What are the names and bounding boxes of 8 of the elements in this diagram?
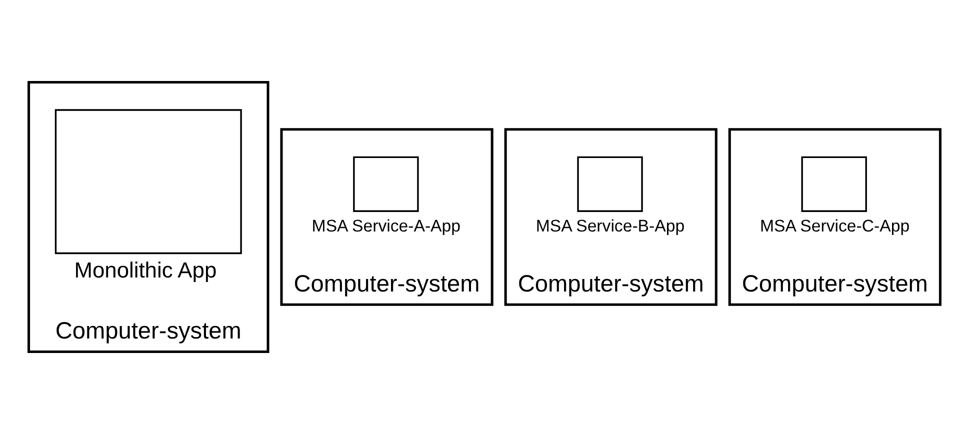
node-label: MSA Service-B-App bbox=[536, 216, 685, 236]
node-label: MSA Service-A-App bbox=[312, 216, 461, 236]
node-box bbox=[577, 156, 643, 212]
node-label: MSA Service-C-App bbox=[760, 216, 910, 236]
node-label: Monolithic App bbox=[74, 257, 217, 282]
node-box bbox=[54, 109, 242, 254]
node-box bbox=[353, 156, 419, 212]
node-box bbox=[801, 156, 867, 212]
